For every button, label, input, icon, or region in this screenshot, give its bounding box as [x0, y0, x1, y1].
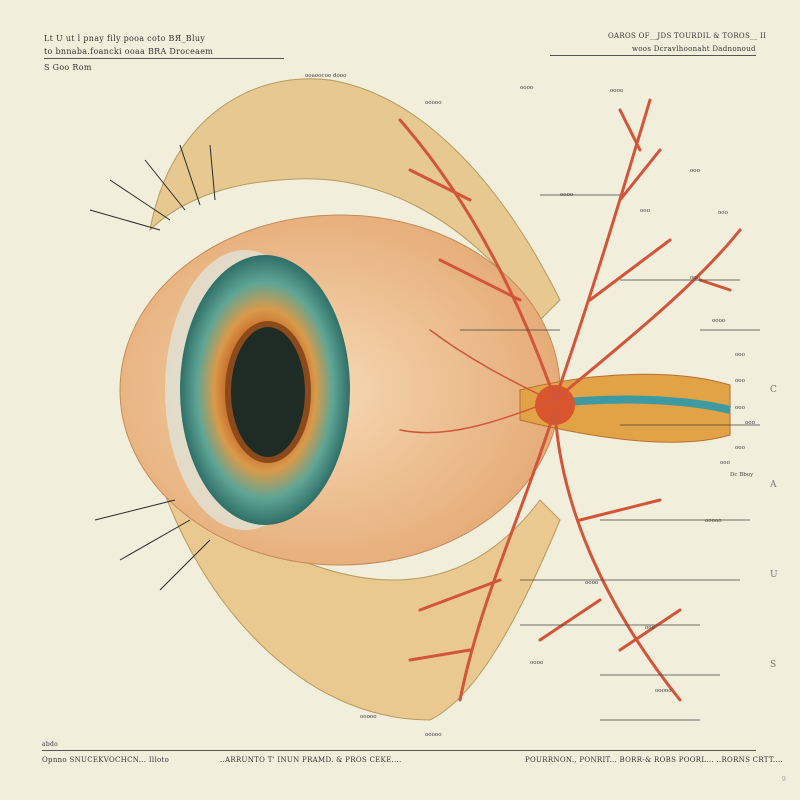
label: oooo: [520, 85, 534, 91]
upper-lid: [149, 78, 561, 321]
header-left-line1: Lt U ut l pnay fily pooa coto BЯ_Bluy: [44, 34, 206, 43]
label: oooo: [712, 318, 726, 324]
label: ooooo: [655, 688, 672, 694]
label: ooo: [735, 352, 745, 358]
footer-rule: [42, 750, 756, 751]
blood-vessels: [398, 98, 742, 702]
side-letter: C: [770, 385, 777, 395]
footer-center: ..ARRUNTO T' INUN PRAMD. & PROS CEKE....: [220, 756, 402, 764]
header-left-line3: S Goo Rom: [44, 63, 92, 72]
label: ooo: [720, 460, 730, 466]
header-right-line1: OAROS OF__JDS TOURDIL & TOROS__ II: [608, 32, 767, 40]
header-left-rule: [44, 58, 284, 59]
label: ooo: [645, 625, 655, 631]
label: Dc Bboy: [730, 472, 754, 478]
label: ooooo: [360, 714, 377, 720]
page-number: 9: [782, 776, 787, 783]
label: ooo: [718, 210, 728, 216]
label: oooo: [585, 580, 599, 586]
label: ooooo: [425, 100, 442, 106]
label: ooo: [640, 208, 650, 214]
header-right-line2: woos Dcravlhoonaht Dadnonoud: [632, 45, 756, 53]
label: ooooo: [425, 732, 442, 738]
label: ooo: [735, 405, 745, 411]
side-letter: U: [770, 570, 778, 580]
pupil: [225, 321, 311, 463]
footer-left: Opnno SNUCEKVOCHCN... Illoto: [42, 756, 170, 764]
label: ooooo: [705, 518, 722, 524]
footer-small: abdo: [42, 741, 59, 748]
footer-right: POURRNON., PONRIT... BORR-& ROBS POORL..…: [525, 756, 783, 764]
header-right-rule: [550, 55, 756, 56]
label: ooo: [690, 168, 700, 174]
side-letter: A: [770, 480, 777, 490]
header-left-line2: to bnnaba.foancki ooaa BRA Droceaem: [44, 47, 214, 56]
eyelashes: [89, 144, 216, 591]
label: ooo: [735, 445, 745, 451]
label: ooaoocoo dooo: [305, 73, 347, 79]
leader-lines: [460, 194, 760, 721]
label: oooo: [560, 192, 574, 198]
label: oooo: [610, 88, 624, 94]
label: ooo: [690, 275, 700, 281]
label: ooo: [735, 378, 745, 384]
side-letter: S: [770, 660, 777, 670]
label: ooo: [745, 420, 755, 426]
label: oooo: [530, 660, 544, 666]
